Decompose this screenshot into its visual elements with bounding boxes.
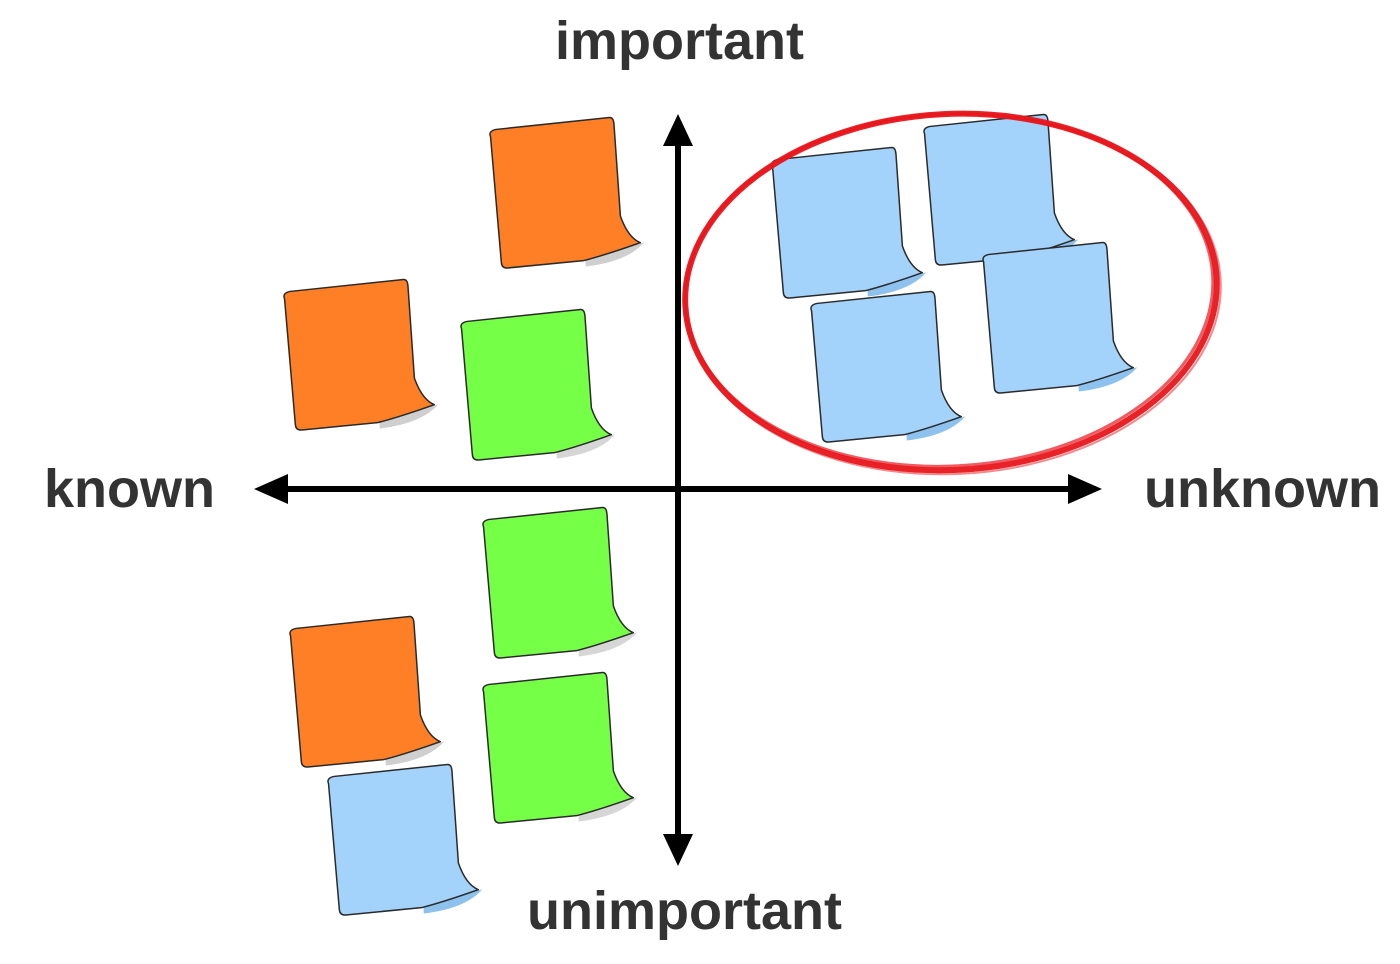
axis-label-unimportant: unimportant <box>527 881 842 941</box>
sticky-note-shadow <box>556 434 616 459</box>
axis-label-unknown: unknown <box>1144 459 1381 519</box>
axis-label-important: important <box>555 11 804 71</box>
axes <box>254 114 1102 866</box>
arrow-right-icon <box>1068 474 1102 504</box>
sticky-note-shadow <box>385 741 445 766</box>
arrow-left-icon <box>254 474 288 504</box>
sticky-notes-layer <box>283 113 1138 916</box>
highlight-ellipse-stroke-3 <box>684 112 1222 476</box>
arrow-down-icon <box>663 834 693 866</box>
sticky-note-orange <box>283 278 439 431</box>
sticky-note-blue <box>771 146 927 299</box>
sticky-note-green <box>482 671 638 824</box>
sticky-note-body <box>923 113 1076 266</box>
sticky-note-shadow <box>1078 367 1138 392</box>
sticky-note-body <box>482 506 635 659</box>
sticky-note-body <box>482 671 635 824</box>
sticky-note-shadow <box>578 632 638 657</box>
sticky-note-shadow <box>578 797 638 822</box>
sticky-note-body <box>982 241 1135 394</box>
sticky-note-shadow <box>423 889 483 914</box>
sticky-note-shadow <box>906 416 966 441</box>
sticky-note-body <box>489 116 642 269</box>
sticky-note-blue <box>982 241 1138 394</box>
highlight-layer <box>682 110 1222 476</box>
sticky-note-orange <box>489 116 645 269</box>
sticky-note-shadow <box>379 404 439 429</box>
sticky-note-shadow <box>585 242 645 267</box>
sticky-note-green <box>482 506 638 659</box>
sticky-note-orange <box>289 615 445 768</box>
sticky-note-body <box>289 615 442 768</box>
sticky-note-shadow <box>867 272 927 297</box>
sticky-note-body <box>460 308 613 461</box>
arrow-up-icon <box>663 114 693 146</box>
axis-label-known: known <box>44 459 215 519</box>
sticky-note-body <box>327 763 480 916</box>
sticky-note-green <box>460 308 616 461</box>
sticky-note-blue <box>810 290 966 443</box>
sticky-note-body <box>810 290 963 443</box>
sticky-note-body <box>771 146 924 299</box>
sticky-note-blue <box>327 763 483 916</box>
sticky-note-blue <box>923 113 1079 266</box>
sticky-note-body <box>283 278 436 431</box>
